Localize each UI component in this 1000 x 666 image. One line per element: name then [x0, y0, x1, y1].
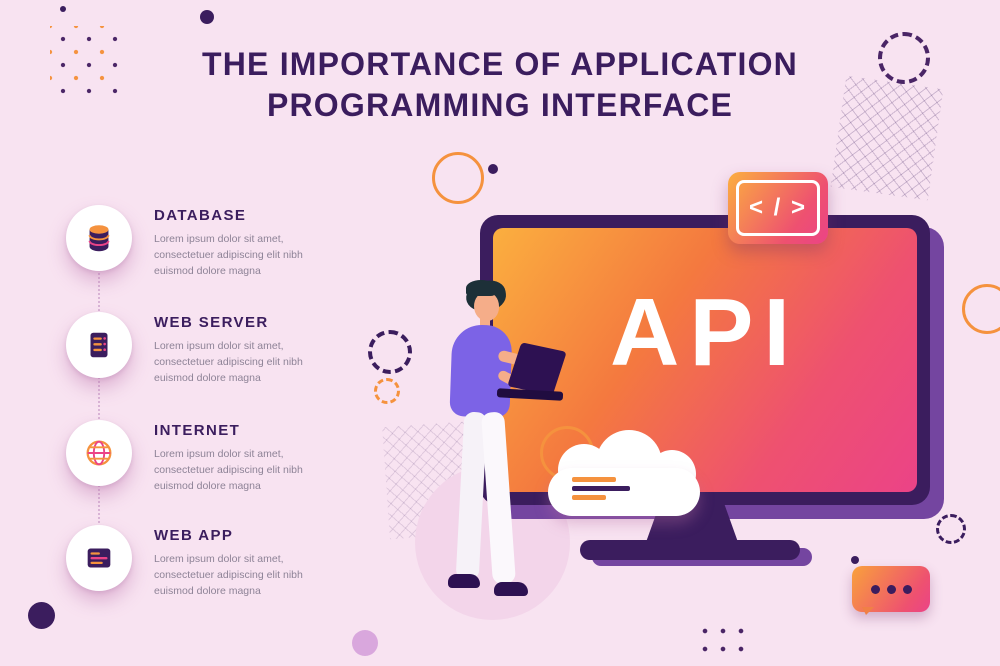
item-label: INTERNET [154, 422, 241, 439]
item-description: Lorem ipsum dolor sit amet, consectetuer… [154, 553, 303, 597]
web-app-icon-circle [66, 525, 132, 591]
code-icon: < / > [736, 180, 820, 236]
tiny-dot-top-left [60, 6, 66, 12]
purple-dot-top [200, 10, 214, 24]
title-line-2: PROGRAMMING INTERFACE [266, 86, 734, 123]
chat-dot-2 [886, 584, 896, 594]
monitor-stand-base [580, 540, 800, 560]
sunburst-small-orange [374, 378, 400, 404]
list-item-internet: INTERNET Lorem ipsum dolor sit amet, con… [66, 420, 406, 494]
cloud-document-lines [572, 477, 630, 504]
cloud-line-2 [572, 486, 630, 491]
person-neck [480, 317, 490, 329]
item-text: DATABASE Lorem ipsum dolor sit amet, con… [154, 205, 339, 279]
title-line-1: THE IMPORTANCE OF APPLICATION [202, 46, 798, 82]
server-icon-circle [66, 312, 132, 378]
page-title: THE IMPORTANCE OF APPLICATION PROGRAMMIN… [0, 44, 1000, 126]
dots-pattern-bottom [696, 622, 752, 660]
person-shoe-left [448, 574, 480, 588]
item-text: WEB APP Lorem ipsum dolor sit amet, cons… [154, 525, 339, 599]
sunburst-mid-left [368, 330, 412, 374]
item-label: DATABASE [154, 207, 247, 224]
code-badge: < / > [728, 172, 828, 244]
person-head [474, 292, 499, 321]
database-icon [88, 225, 110, 252]
dots-pattern-top-left [50, 26, 122, 98]
api-text: API [609, 279, 801, 386]
database-icon-circle [66, 205, 132, 271]
item-label: WEB SERVER [154, 314, 269, 331]
cloud-line-1 [572, 477, 616, 482]
chat-dot-1 [870, 584, 880, 594]
list-item-database: DATABASE Lorem ipsum dolor sit amet, con… [66, 205, 406, 279]
chat-dot-3 [902, 584, 912, 594]
person-hair-front [466, 280, 496, 296]
item-label: WEB APP [154, 527, 234, 544]
tiny-dot-near-bubble [851, 556, 859, 564]
list-item-web-app: WEB APP Lorem ipsum dolor sit amet, cons… [66, 525, 406, 599]
cloud-line-3 [572, 495, 606, 500]
chat-bubble [852, 566, 930, 615]
sunburst-top-right [878, 32, 930, 84]
item-text: WEB SERVER Lorem ipsum dolor sit amet, c… [154, 312, 339, 386]
lavender-dot-bottom [352, 630, 378, 656]
server-icon [90, 332, 108, 358]
item-description: Lorem ipsum dolor sit amet, consectetuer… [154, 340, 303, 384]
sunburst-bottom-right [936, 514, 966, 544]
timeline-connector [98, 250, 100, 562]
orange-ring-top-center [432, 152, 484, 204]
item-text: INTERNET Lorem ipsum dolor sit amet, con… [154, 420, 339, 494]
orange-ring-right-edge [962, 284, 1000, 334]
globe-icon [86, 440, 112, 466]
person-shoe-right [494, 582, 528, 596]
web-app-icon [87, 548, 111, 568]
item-description: Lorem ipsum dolor sit amet, consectetuer… [154, 448, 303, 492]
item-description: Lorem ipsum dolor sit amet, consectetuer… [154, 233, 303, 277]
purple-dot-near-ring [488, 164, 498, 174]
purple-dot-bottom-left [28, 602, 55, 629]
cloud-base [548, 468, 700, 516]
globe-icon-circle [66, 420, 132, 486]
list-item-web-server: WEB SERVER Lorem ipsum dolor sit amet, c… [66, 312, 406, 386]
